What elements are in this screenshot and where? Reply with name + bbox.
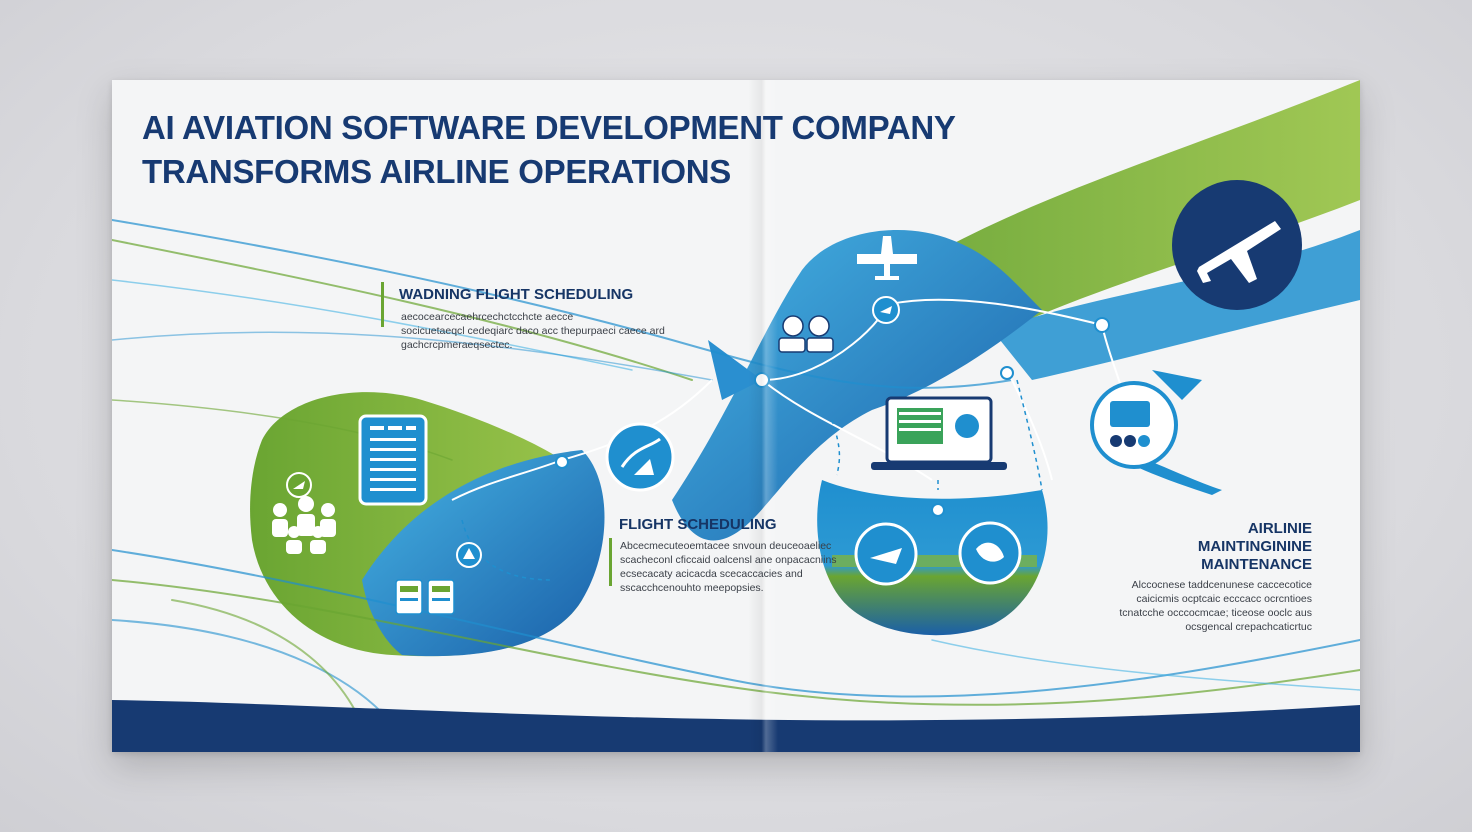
section-top-body-line: socicuetaeqcl cedeqiarc daco acc thepurp… <box>401 325 665 337</box>
section-middle-body-line: Abcecmecuteoemtacee snvoun deuceoaeliec <box>620 540 832 552</box>
accent-bar-middle <box>609 538 612 586</box>
bowl-icon-right <box>958 521 1022 585</box>
weather-icon <box>872 296 900 324</box>
headline-line-2: TRANSFORMS AIRLINE OPERATIONS <box>142 153 731 190</box>
section-middle-title: FLIGHT SCHEDULING <box>619 516 777 533</box>
section-right-body-line: caicicmis ocptcaic ecccacc ocrcntioes <box>1136 593 1312 605</box>
section-right-body: Alccocnese taddcenunese caccecotice caic… <box>1119 578 1312 634</box>
section-middle-body: Abcecmecuteoemtacee snvoun deuceoaeliec … <box>620 539 837 595</box>
dashboard-icon <box>395 579 455 615</box>
bowl-icon-left <box>854 522 918 586</box>
section-middle-body-line: sscacchcenouhto meepopsies. <box>620 582 764 594</box>
section-middle-body-line: ecsecacaty acicacda scecaccacies and <box>620 568 803 580</box>
blue-wave-main <box>672 230 1042 541</box>
section-top-body-line: gachcrcpmeraeqsectec. <box>401 339 513 351</box>
section-right-body-line: Alccocnese taddcenunese caccecotice <box>1131 579 1312 591</box>
headline-line-1: AI AVIATION SOFTWARE DEVELOPMENT COMPANY <box>142 109 956 146</box>
blue-triangle <box>708 340 762 400</box>
accent-bar-top <box>381 282 384 327</box>
right-bubble-shape <box>1152 370 1202 400</box>
section-middle-body-line: scacheconl cficcaid oalcensl ane onpacac… <box>620 554 837 566</box>
section-right-body-line: tcnatcche occcocmcae; ticeose ooclc aus <box>1119 607 1312 619</box>
connector-nodes <box>555 317 1110 517</box>
section-top-title: WADNING FLIGHT SCHEDULING <box>399 286 634 303</box>
headline: AI AVIATION SOFTWARE DEVELOPMENT COMPANY… <box>142 106 956 194</box>
airplane-icon <box>857 236 917 280</box>
section-right-title-line: MAINTINGININE <box>1197 538 1312 555</box>
section-right-body-line: ocsgencal crepachcaticrtuc <box>1185 621 1312 633</box>
dashed-connectors <box>461 379 1043 581</box>
bottom-navy-band <box>112 700 1360 752</box>
navigation-icon <box>456 542 482 568</box>
pilots-icon <box>778 315 834 353</box>
section-top-body-line: aecocearcecaehrcechctcchcte aecce <box>401 311 574 323</box>
section-top-body: aecocearcecaehrcechctcchcte aecce socicu… <box>401 310 665 352</box>
globe-route-icon <box>605 422 675 492</box>
brochure-artwork <box>112 80 1360 752</box>
laptop-dashboard-icon <box>871 396 1007 470</box>
brochure-spread: AI AVIATION SOFTWARE DEVELOPMENT COMPANY… <box>112 80 1360 752</box>
section-right-title-line: MAINTENANCE <box>1201 556 1312 573</box>
section-right-title: AIRLINIE MAINTINGININE MAINTENANCE <box>1198 520 1312 574</box>
schedule-tablet-icon <box>358 414 428 506</box>
maintenance-monitor-icon <box>1090 381 1178 469</box>
plane-badge-icon <box>286 472 312 498</box>
people-group-icon <box>272 496 336 554</box>
airplane-circle-icon <box>1172 180 1302 310</box>
section-right-title-line: AIRLINIE <box>1247 520 1312 537</box>
